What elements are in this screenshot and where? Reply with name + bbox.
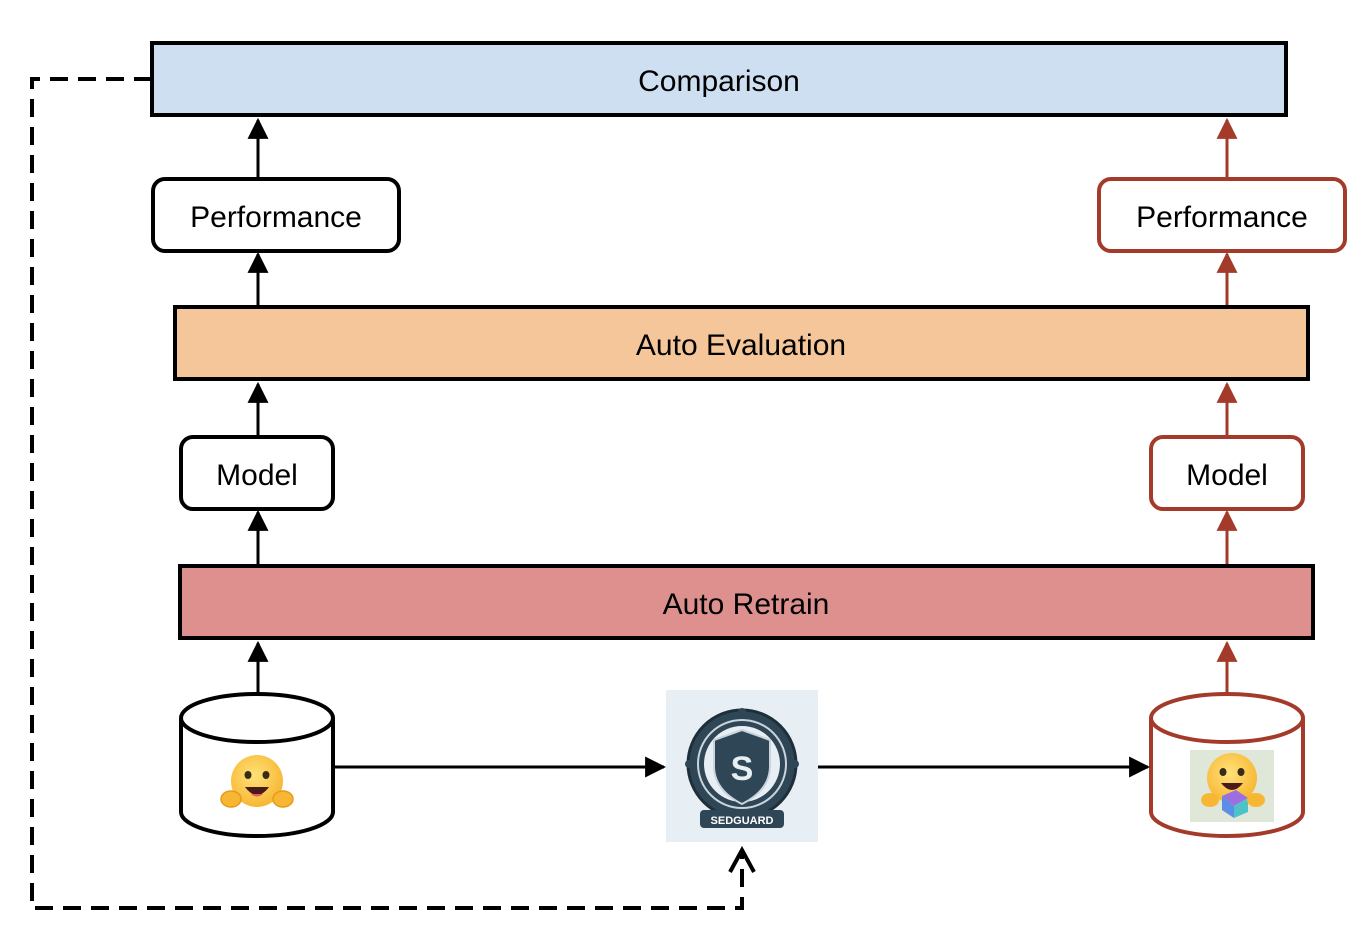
left-model-box: Model [179, 435, 335, 511]
right-performance-box: Performance [1097, 177, 1347, 253]
circuit-node-right [791, 760, 799, 768]
sedguard-logo: S SEDGUARD [666, 690, 818, 842]
sedguard-letter: S [731, 750, 754, 788]
left-model-label: Model [216, 459, 298, 492]
right-performance-label: Performance [1136, 201, 1308, 234]
feedback-arrow-head [728, 845, 756, 873]
auto-retrain-bar: Auto Retrain [178, 564, 1315, 640]
circuit-node-top [738, 708, 746, 716]
left-performance-box: Performance [151, 177, 401, 253]
sedguard-shield-icon [713, 728, 771, 806]
auto-evaluation-label: Auto Evaluation [636, 329, 846, 362]
left-performance-label: Performance [190, 201, 362, 234]
auto-retrain-label: Auto Retrain [663, 588, 830, 621]
right-model-box: Model [1149, 435, 1305, 511]
circuit-node-left [685, 760, 693, 768]
comparison-bar: Comparison [150, 41, 1288, 117]
auto-evaluation-bar: Auto Evaluation [173, 305, 1310, 381]
comparison-label: Comparison [638, 65, 800, 98]
sedguard-text: SEDGUARD [711, 815, 774, 827]
hugging-face-cube-icon [1190, 750, 1274, 822]
right-model-label: Model [1186, 459, 1268, 492]
hugging-face-icon [220, 755, 294, 808]
